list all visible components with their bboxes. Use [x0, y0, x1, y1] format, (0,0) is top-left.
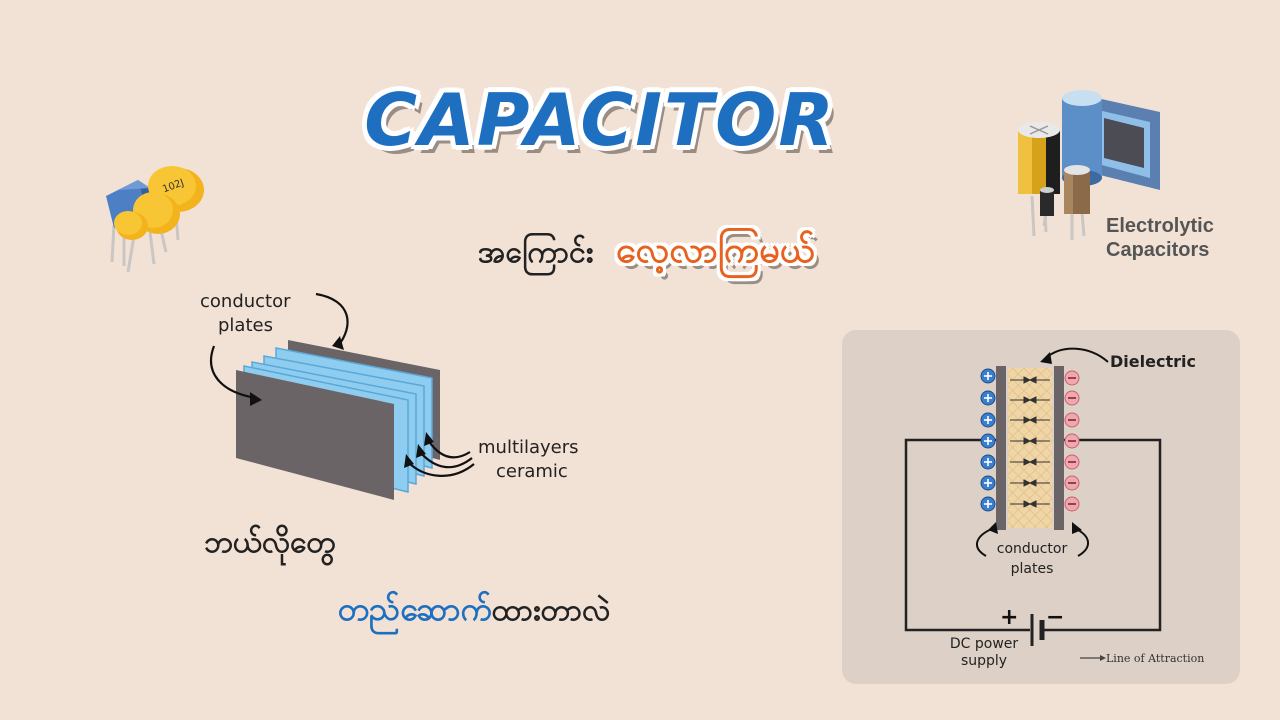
- arrow-ceramic-3: [407, 461, 475, 477]
- electrolytic-label-line2: Capacitors: [1106, 239, 1210, 261]
- ceramic-cap-marking: 102J: [161, 177, 185, 195]
- electrolytic-label-line1: Electrolytic: [1106, 215, 1214, 237]
- ceramic-layer: [275, 347, 433, 469]
- page-title: CAPACITOR: [364, 78, 836, 162]
- dc-supply-label-line1: DC power: [949, 636, 1019, 652]
- dc-supply-label: DC power supply: [944, 636, 1024, 670]
- ceramic-label-line1: multilayers: [478, 437, 579, 458]
- ceramic-layer: [251, 361, 417, 485]
- conductor-plates-label: conductor plates: [200, 290, 291, 338]
- arrow-to-back-plate: [315, 292, 349, 347]
- front-conductor-plate: [236, 370, 394, 500]
- dielectric-label: Dielectric: [1110, 352, 1196, 371]
- arrow-ceramic-1: [427, 439, 471, 459]
- ceramic-label: multilayers ceramic: [478, 436, 579, 484]
- dc-supply-label-line2: supply: [960, 653, 1008, 669]
- circuit-plates-label: conductor plates: [994, 539, 1070, 579]
- back-conductor-plate: [288, 340, 440, 460]
- circuit-plates-label-line2: plates: [1010, 561, 1054, 577]
- conductor-plates-label-line2: plates: [218, 315, 273, 336]
- electrolytic-label: Electrolytic Capacitors: [1106, 214, 1214, 262]
- construct-highlight: တည်ဆောက်: [338, 590, 492, 628]
- arrow-ceramic-2: [419, 451, 473, 469]
- question-how: ဘယ်လိုတွေ: [204, 525, 336, 560]
- circuit-panel: [842, 330, 1240, 684]
- ceramic-layer: [243, 365, 409, 493]
- construct-rest: ထားတာလဲ: [491, 593, 611, 628]
- ceramic-label-line2: ceramic: [496, 461, 568, 482]
- ceramic-layer: [263, 355, 425, 477]
- arrow-to-front-plate: [209, 345, 257, 400]
- question-construct: တည်ဆောက်ထားတာလဲ: [338, 588, 610, 636]
- conductor-plates-label-line1: conductor: [200, 291, 291, 312]
- circuit-plates-label-line1: conductor: [996, 541, 1068, 557]
- subtitle-about: အကြောင်း: [478, 235, 594, 270]
- subtitle-study: လေ့လာကြမယ်: [616, 230, 815, 271]
